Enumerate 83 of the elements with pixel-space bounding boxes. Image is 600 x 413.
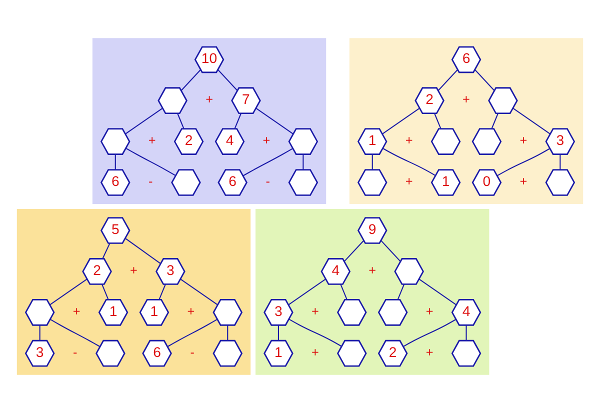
connector xyxy=(288,318,342,347)
connector xyxy=(50,318,100,348)
label: + xyxy=(405,134,413,148)
connector xyxy=(218,69,238,91)
node-hexagon xyxy=(336,298,367,326)
label: + xyxy=(311,345,319,360)
connector xyxy=(39,325,40,341)
connector xyxy=(288,278,326,306)
connector xyxy=(380,240,401,262)
cluster xyxy=(92,38,326,204)
connector xyxy=(438,69,458,91)
node-hexagon xyxy=(357,169,388,196)
cluster xyxy=(16,208,251,375)
cluster xyxy=(349,38,584,204)
connector xyxy=(340,284,348,300)
connector xyxy=(560,154,561,170)
connector xyxy=(434,113,442,130)
connector xyxy=(242,148,294,176)
label: + xyxy=(405,174,413,189)
label: + xyxy=(148,134,156,148)
node-hexagon xyxy=(451,340,482,367)
label: + xyxy=(462,92,470,107)
node-hexagon xyxy=(394,258,424,285)
connector xyxy=(256,108,294,134)
connector xyxy=(512,108,550,134)
label: + xyxy=(262,134,270,148)
connector xyxy=(180,69,201,91)
connector xyxy=(102,243,110,259)
label: + xyxy=(520,134,528,148)
connector xyxy=(344,240,364,262)
connector xyxy=(372,154,373,170)
connector xyxy=(278,325,279,341)
cluster xyxy=(256,208,490,375)
connector xyxy=(302,154,304,170)
node-hexagon xyxy=(378,298,408,326)
connector xyxy=(382,148,436,176)
label: + xyxy=(72,304,80,319)
connector xyxy=(114,154,116,170)
node-hexagon xyxy=(212,298,243,326)
connector xyxy=(403,318,456,347)
label: - xyxy=(148,174,153,189)
label: - xyxy=(266,174,270,189)
node-hexagon xyxy=(430,128,461,155)
connector xyxy=(397,284,405,300)
connector xyxy=(50,278,88,306)
connector xyxy=(180,278,218,306)
label: + xyxy=(311,304,319,319)
label: - xyxy=(73,345,78,360)
node-hexagon xyxy=(24,298,55,326)
connector xyxy=(124,238,161,264)
connector xyxy=(418,278,457,306)
node-hexagon xyxy=(288,128,318,155)
connector xyxy=(177,113,184,130)
connector xyxy=(474,69,495,91)
label: - xyxy=(190,345,194,360)
label: + xyxy=(187,304,195,319)
connector xyxy=(102,284,109,300)
node-hexagon xyxy=(171,169,201,196)
node-hexagon xyxy=(545,169,576,196)
connector xyxy=(158,284,166,300)
connector xyxy=(126,148,176,176)
connector xyxy=(382,108,420,134)
node-hexagon xyxy=(96,340,126,367)
label: + xyxy=(206,92,213,107)
node-hexagon xyxy=(212,340,243,367)
node-hexagon xyxy=(100,128,130,155)
connector xyxy=(466,325,467,341)
node-hexagon xyxy=(336,340,367,367)
label: + xyxy=(426,345,434,360)
connector xyxy=(491,113,498,130)
node-hexagon xyxy=(488,87,518,114)
label: + xyxy=(520,174,528,189)
connector xyxy=(227,325,228,341)
connector xyxy=(125,108,163,134)
connector xyxy=(167,318,218,348)
label: + xyxy=(130,264,138,278)
node-hexagon xyxy=(472,128,502,155)
node-hexagon xyxy=(158,87,188,114)
label: + xyxy=(368,264,376,278)
connector xyxy=(234,113,242,130)
label: + xyxy=(426,304,434,319)
node-hexagon xyxy=(288,169,318,196)
connector xyxy=(496,148,550,176)
